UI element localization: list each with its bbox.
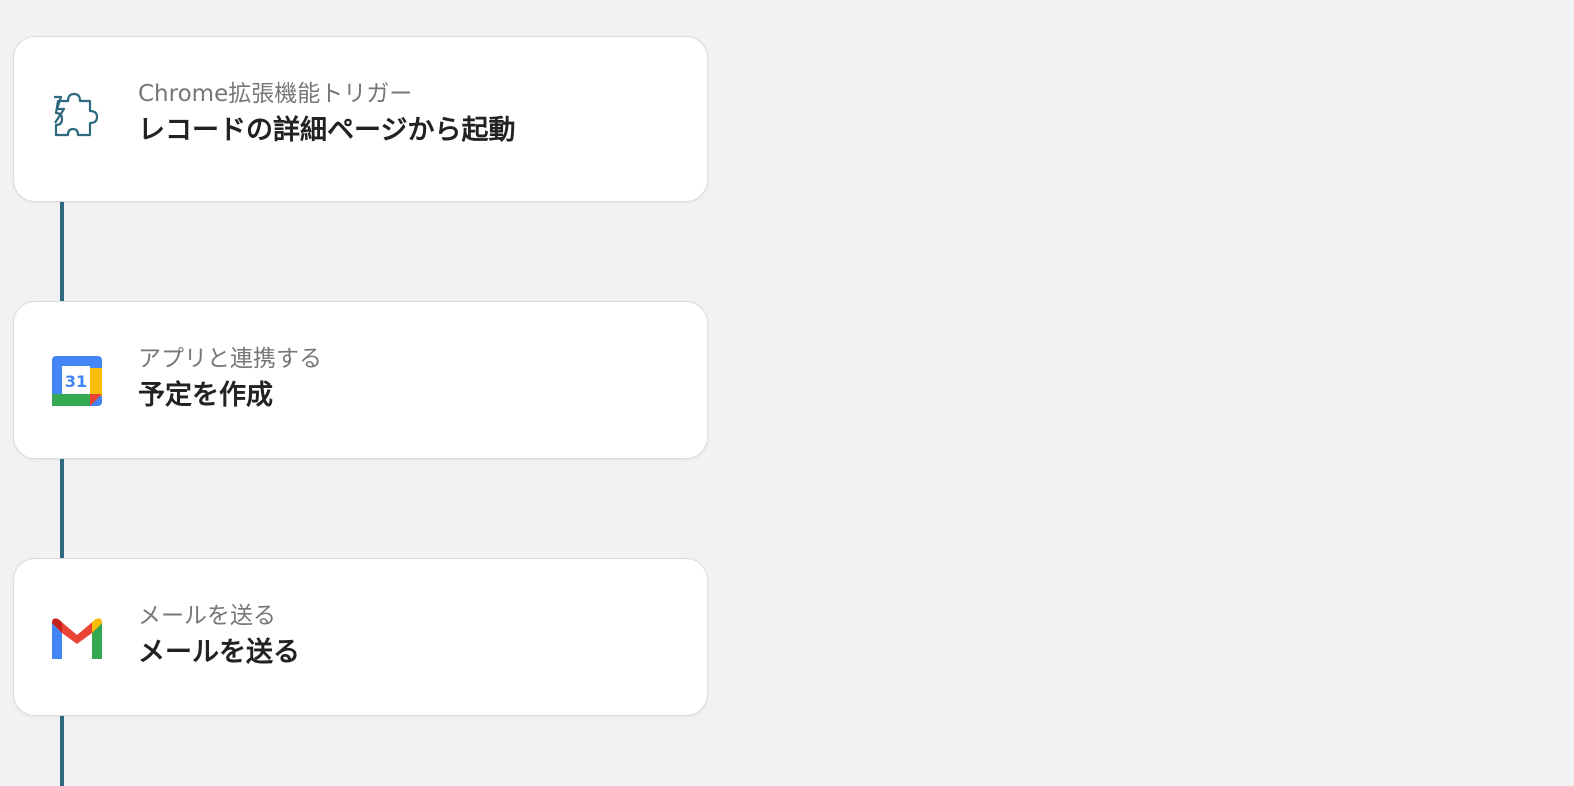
flow-connector: [60, 202, 64, 302]
step-category-label: メールを送る: [138, 603, 276, 629]
step-category-label: アプリと連携する: [138, 346, 322, 372]
gmail-icon: [48, 611, 106, 669]
step-card-create-event[interactable]: 31 アプリと連携する 予定を作成: [13, 301, 708, 459]
step-title: メールを送る: [138, 637, 300, 668]
step-title: レコードの詳細ページから起動: [138, 115, 516, 146]
flow-connector: [60, 459, 64, 559]
calendar-day-number: 31: [65, 372, 87, 391]
flow-connector: [60, 716, 64, 786]
google-calendar-icon: 31: [48, 352, 106, 410]
step-card-send-mail[interactable]: メールを送る メールを送る: [13, 558, 708, 716]
step-card-trigger[interactable]: Chrome拡張機能トリガー レコードの詳細ページから起動: [13, 36, 708, 202]
step-category-label: Chrome拡張機能トリガー: [138, 81, 413, 107]
puzzle-piece-icon: [48, 89, 106, 147]
step-title: 予定を作成: [138, 380, 273, 411]
